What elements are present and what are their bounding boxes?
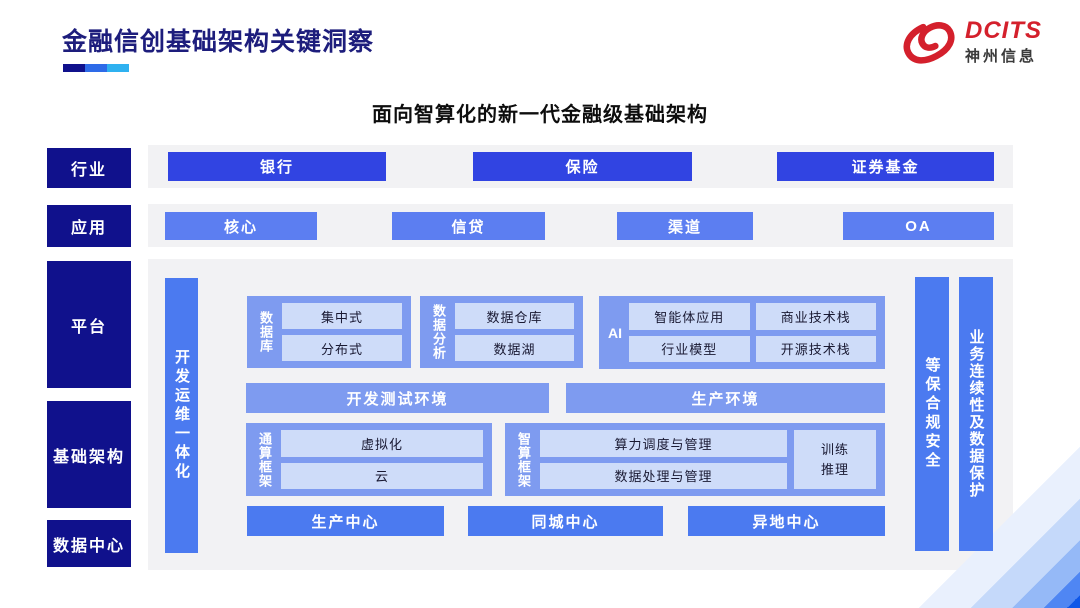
sidebar-item-datacenter: 数据中心: [47, 520, 131, 567]
group-data-analysis-label: 数据分析: [431, 304, 446, 360]
env-label: 开发测试环境: [346, 390, 449, 408]
industry-label: 证券基金: [851, 159, 920, 176]
item-distributed: 分布式: [282, 335, 402, 361]
dcits-swirl-icon: [903, 22, 955, 64]
group-database-label: 数据库: [258, 311, 273, 353]
item-data-lake: 数据湖: [455, 335, 574, 361]
industry-box-insurance: 保险: [473, 152, 692, 181]
env-box-dev-test: 开发测试环境: [246, 383, 549, 413]
devops-label: 开发运维一体化: [173, 349, 190, 482]
datacenter-box-same-city: 同城中心: [468, 506, 663, 536]
application-box-credit: 信贷: [392, 212, 545, 240]
item-open-source-stack: 开源技术栈: [755, 335, 876, 362]
industry-label: 银行: [259, 159, 294, 176]
item-virtualization: 虚拟化: [281, 430, 483, 457]
group-data-analysis-items: 数据仓库 数据湖: [455, 303, 574, 361]
security-compliance-label: 等保合规安全: [923, 357, 941, 471]
application-box-core: 核心: [165, 212, 317, 240]
group-general-computing: 通算框架 虚拟化 云: [246, 423, 492, 496]
sidebar-item-infrastructure: 基础架构: [47, 401, 131, 508]
company-logo: DCITS 神州信息: [901, 18, 1042, 66]
sidebar-item-application: 应用: [47, 205, 131, 247]
group-data-analysis: 数据分析 数据仓库 数据湖: [420, 296, 583, 368]
application-label: 渠道: [667, 218, 702, 236]
devops-vertical-bar: 开发运维一体化: [165, 278, 198, 553]
business-continuity-label: 业务连续性及数据保护: [967, 329, 985, 499]
sidebar-label: 应用: [70, 220, 107, 237]
diagram-title: 面向智算化的新一代金融级基础架构: [372, 104, 708, 126]
env-box-production: 生产环境: [566, 383, 885, 413]
group-general-computing-items: 虚拟化 云: [281, 430, 483, 489]
industry-box-bank: 银行: [168, 152, 386, 181]
group-ai: AI 智能体应用 商业技术栈 行业模型 开源技术栈: [599, 296, 885, 369]
datacenter-label: 同城中心: [531, 513, 600, 531]
sidebar-label: 行业: [70, 162, 107, 179]
sidebar-item-industry: 行业: [47, 148, 131, 188]
item-data-warehouse: 数据仓库: [455, 303, 574, 329]
page-title: 金融信创基础架构关键洞察: [62, 28, 375, 56]
accent-segment-mid: [85, 64, 107, 72]
item-data-processing: 数据处理与管理: [540, 462, 787, 489]
group-database: 数据库 集中式 分布式: [247, 296, 411, 368]
business-continuity-bar: 业务连续性及数据保护: [959, 277, 993, 551]
env-label: 生产环境: [691, 390, 760, 408]
sidebar-label: 数据中心: [52, 537, 125, 555]
sidebar-item-platform: 平台: [47, 261, 131, 388]
industry-box-securities: 证券基金: [777, 152, 994, 181]
item-cloud: 云: [281, 462, 483, 489]
group-ai-items: 智能体应用 商业技术栈 行业模型 开源技术栈: [629, 303, 876, 362]
logo-brand: DCITS: [965, 17, 1042, 44]
group-database-items: 集中式 分布式: [282, 303, 402, 361]
logo-text: DCITS 神州信息: [965, 18, 1042, 66]
datacenter-box-production: 生产中心: [247, 506, 444, 536]
application-label: 核心: [223, 218, 258, 236]
item-training-inference: 训练推理: [794, 430, 876, 489]
item-centralized: 集中式: [282, 303, 402, 329]
application-box-oa: OA: [843, 212, 994, 240]
group-ai-label: AI: [608, 324, 622, 341]
logo-company-name: 神州信息: [965, 48, 1038, 66]
accent-segment-light: [107, 64, 129, 72]
item-agent-apps: 智能体应用: [629, 303, 750, 330]
group-intelligent-computing-label: 智算框架: [516, 431, 531, 488]
group-general-computing-label: 通算框架: [257, 431, 272, 488]
accent-segment-dark: [63, 64, 85, 72]
application-label: 信贷: [451, 218, 486, 236]
sidebar-label: 基础架构: [52, 448, 125, 466]
security-compliance-bar: 等保合规安全: [915, 277, 949, 551]
group-intelligent-computing-items: 算力调度与管理 数据处理与管理: [540, 430, 787, 489]
title-accent-bar: [63, 64, 129, 72]
datacenter-label: 生产中心: [311, 513, 380, 531]
application-label: OA: [905, 217, 932, 235]
application-box-channel: 渠道: [617, 212, 753, 240]
item-industry-models: 行业模型: [629, 335, 750, 362]
datacenter-box-remote: 异地中心: [688, 506, 885, 536]
datacenter-label: 异地中心: [752, 513, 821, 531]
training-inference-label: 训练推理: [820, 442, 849, 477]
item-compute-scheduling: 算力调度与管理: [540, 430, 787, 457]
group-intelligent-computing: 智算框架 算力调度与管理 数据处理与管理 训练推理: [505, 423, 885, 496]
industry-label: 保险: [565, 159, 600, 176]
sidebar-label: 平台: [70, 318, 107, 336]
item-commercial-stack: 商业技术栈: [755, 303, 876, 330]
